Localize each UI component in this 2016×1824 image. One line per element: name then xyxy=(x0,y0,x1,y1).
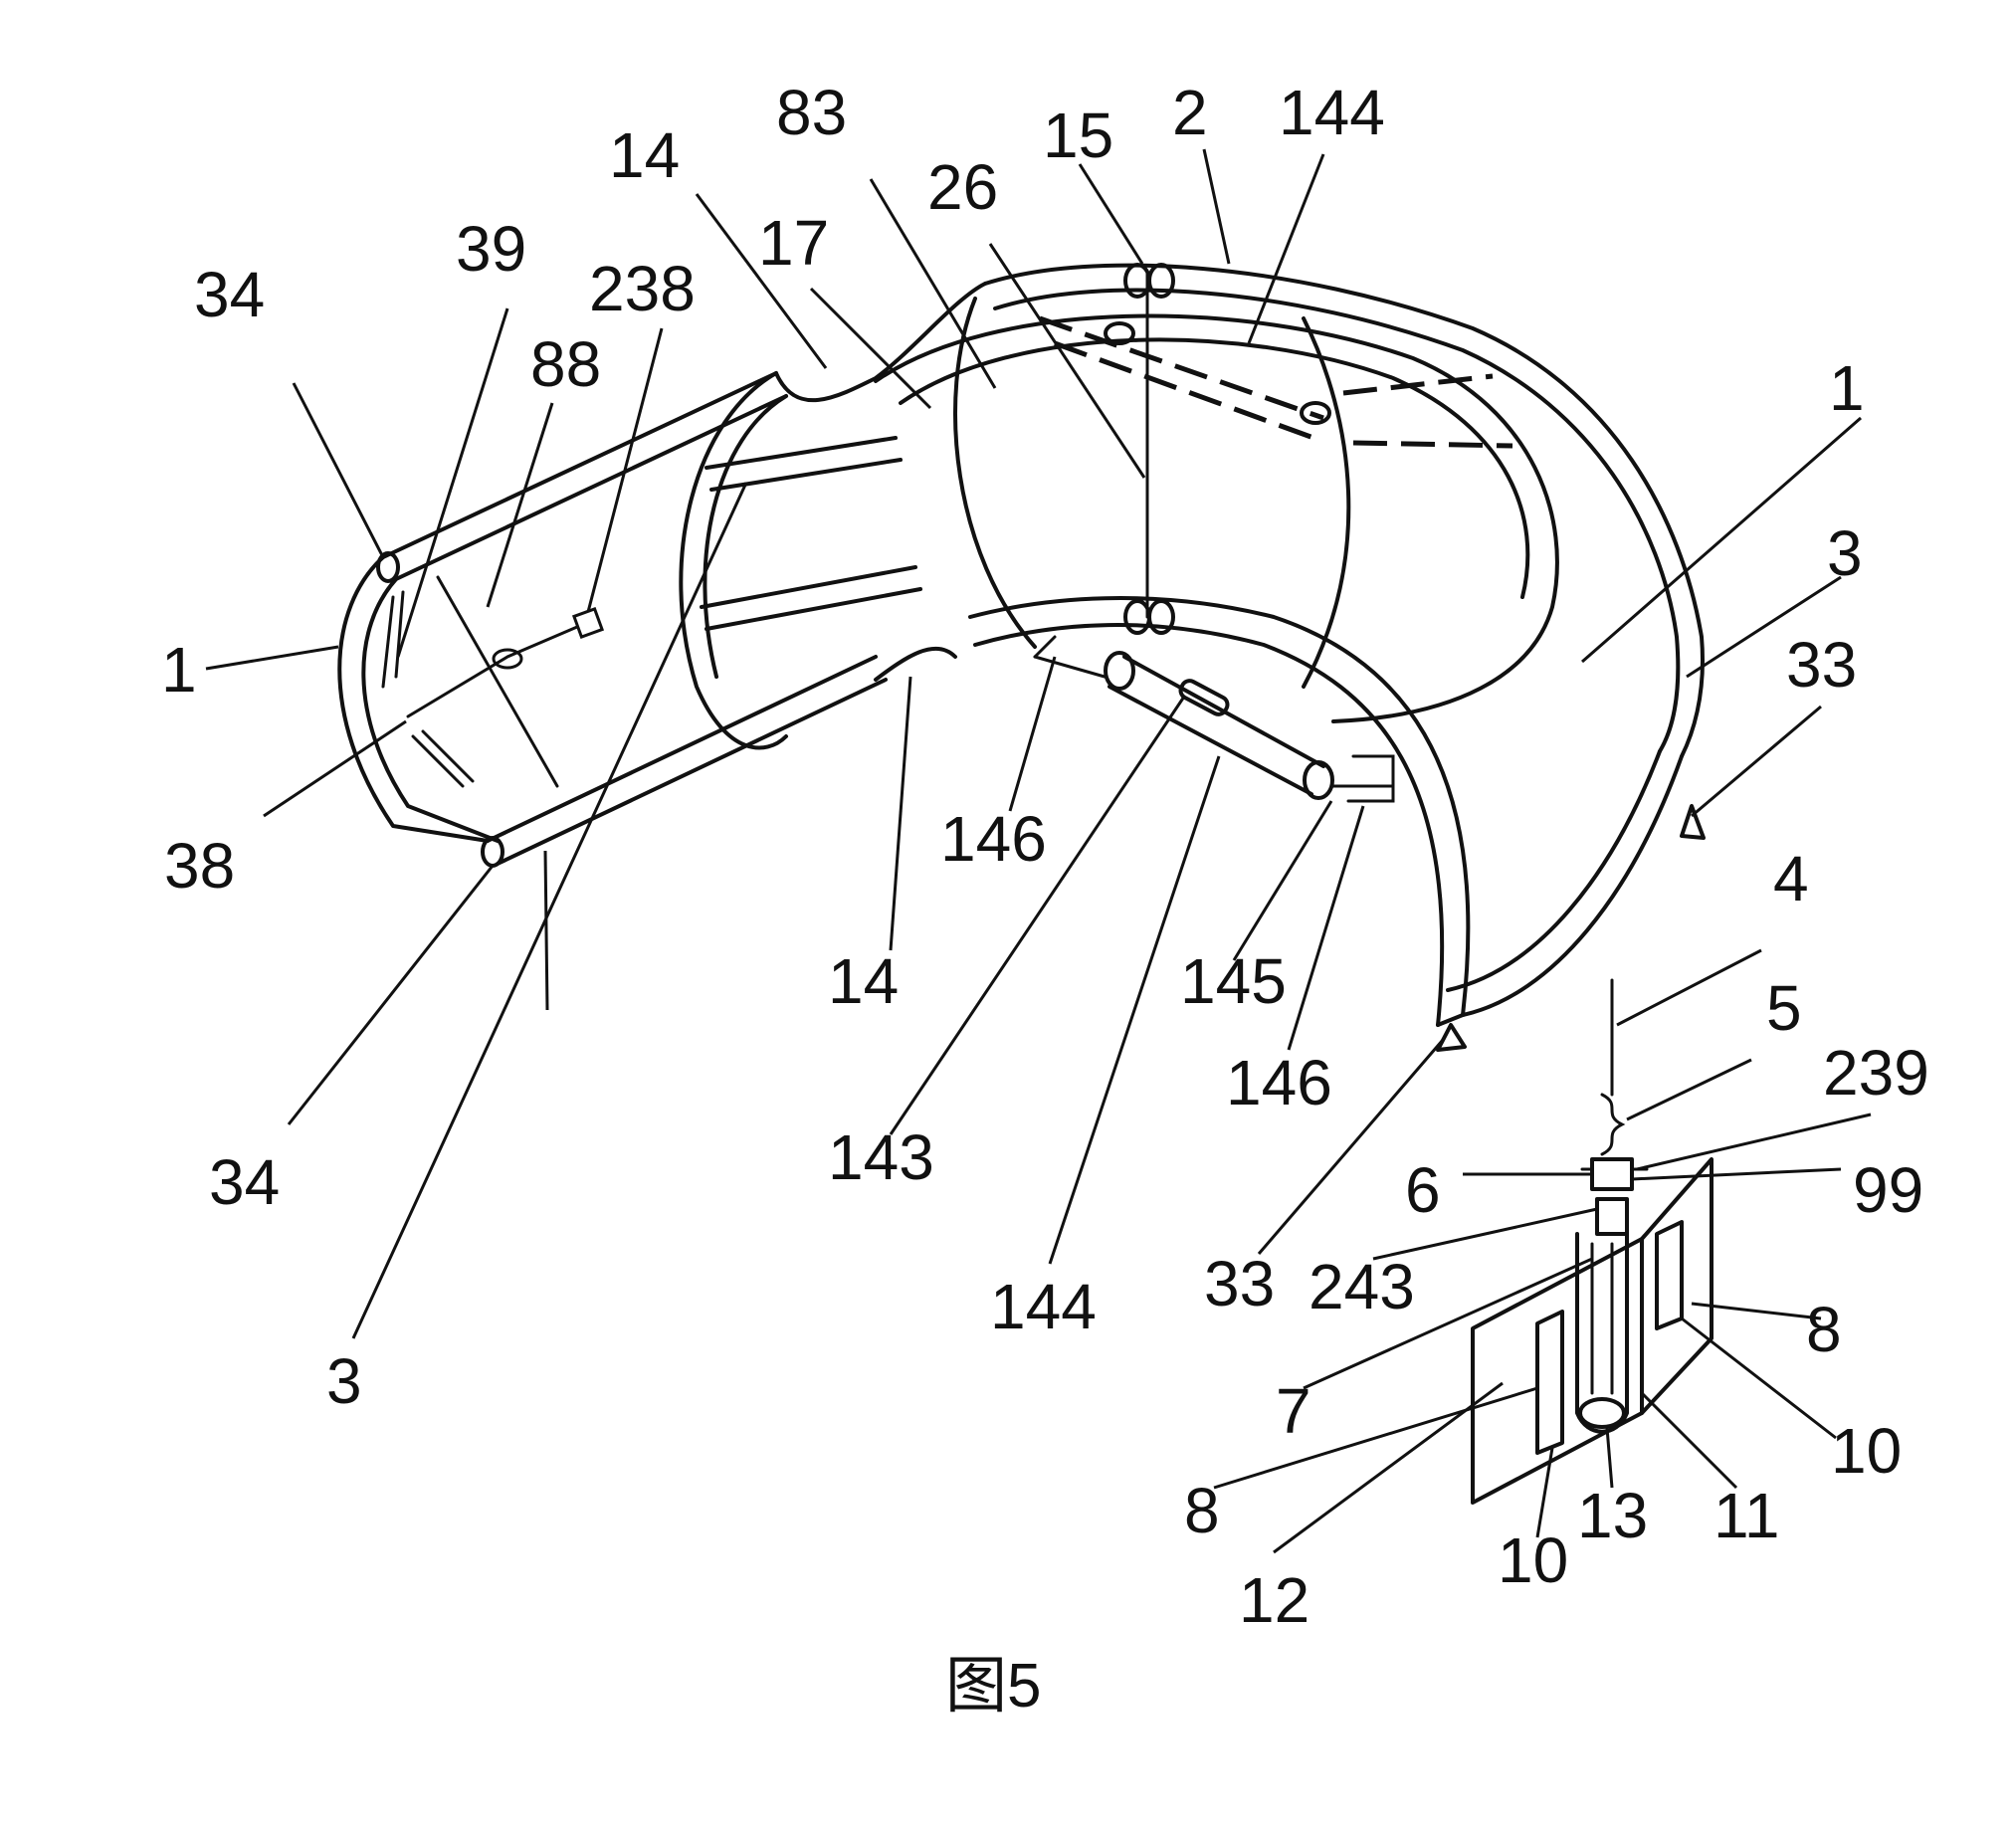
label-1: 1 xyxy=(1829,352,1865,424)
label-11: 11 xyxy=(1714,1480,1779,1551)
label-7: 7 xyxy=(1276,1375,1311,1447)
label-1: 1 xyxy=(161,634,197,706)
label-13: 13 xyxy=(1577,1480,1648,1551)
label-34: 34 xyxy=(194,259,265,330)
label-2: 2 xyxy=(1172,77,1208,148)
pendant-assembly xyxy=(1471,978,1714,1505)
label-143: 143 xyxy=(828,1121,934,1193)
label-146: 146 xyxy=(940,803,1047,875)
label-83: 83 xyxy=(776,77,847,148)
label-38: 38 xyxy=(164,830,235,902)
label-4: 4 xyxy=(1773,843,1809,914)
reference-labels: 34 39 238 88 14 17 83 26 15 2 144 1 1 3 … xyxy=(161,77,1929,1636)
main-ring xyxy=(874,263,1706,1052)
label-5: 5 xyxy=(1766,972,1802,1044)
label-144: 144 xyxy=(990,1271,1097,1342)
label-33: 33 xyxy=(1786,629,1857,701)
left-frame xyxy=(337,282,987,1011)
label-6: 6 xyxy=(1405,1154,1441,1226)
label-8: 8 xyxy=(1184,1475,1220,1546)
label-33: 33 xyxy=(1204,1248,1275,1319)
label-10: 10 xyxy=(1498,1524,1568,1596)
label-145: 145 xyxy=(1180,945,1287,1017)
label-99: 99 xyxy=(1853,1154,1923,1226)
label-88: 88 xyxy=(530,328,601,400)
label-144: 144 xyxy=(1279,77,1385,148)
label-15: 15 xyxy=(1043,100,1113,171)
label-243: 243 xyxy=(1309,1251,1415,1322)
label-10: 10 xyxy=(1831,1415,1902,1487)
label-39: 39 xyxy=(456,213,526,285)
label-238: 238 xyxy=(589,253,696,324)
label-17: 17 xyxy=(758,207,829,279)
label-3: 3 xyxy=(1827,517,1863,589)
label-14: 14 xyxy=(609,119,680,191)
label-12: 12 xyxy=(1239,1564,1310,1636)
label-3: 3 xyxy=(326,1345,362,1417)
figure-caption: 图5 xyxy=(945,1652,1041,1721)
label-239: 239 xyxy=(1823,1037,1929,1109)
label-14: 14 xyxy=(828,945,899,1017)
label-8: 8 xyxy=(1806,1294,1842,1365)
label-26: 26 xyxy=(927,151,998,223)
label-146: 146 xyxy=(1226,1047,1332,1118)
label-34: 34 xyxy=(209,1146,280,1218)
leader-lines xyxy=(205,148,1872,1554)
